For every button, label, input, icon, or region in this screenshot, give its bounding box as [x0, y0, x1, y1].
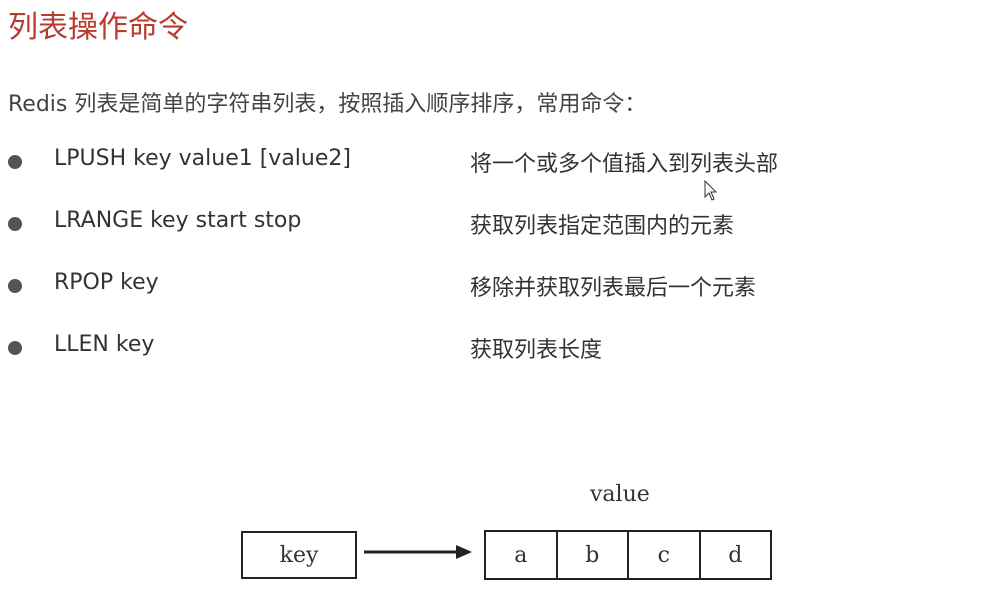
key-box: key: [241, 531, 357, 579]
bullet-icon: [8, 279, 22, 293]
command-description: 将一个或多个值插入到列表头部: [470, 152, 779, 177]
command-syntax: RPOP key: [54, 270, 159, 295]
command-syntax: LPUSH key value1 [value2]: [54, 146, 351, 171]
intro-text: Redis 列表是简单的字符串列表，按照插入顺序排序，常用命令：: [8, 92, 647, 117]
key-label: key: [279, 542, 319, 568]
bullet-icon: [8, 155, 22, 169]
list-element: a: [486, 532, 558, 578]
list-element: d: [728, 542, 743, 568]
command-syntax: LLEN key: [54, 332, 155, 357]
value-label: value: [590, 482, 650, 507]
command-description: 获取列表指定范围内的元素: [470, 214, 735, 239]
bullet-icon: [8, 341, 22, 355]
command-description: 获取列表长度: [470, 338, 603, 363]
arrow-icon: [364, 545, 472, 559]
list-element: c: [629, 532, 701, 578]
bullet-icon: [8, 217, 22, 231]
page-title: 列表操作命令: [8, 10, 188, 45]
command-description: 移除并获取列表最后一个元素: [470, 276, 757, 301]
list-element: b: [558, 532, 629, 578]
value-list: a b c d: [484, 530, 772, 580]
command-syntax: LRANGE key start stop: [54, 208, 302, 233]
mouse-cursor-icon: [704, 180, 718, 201]
